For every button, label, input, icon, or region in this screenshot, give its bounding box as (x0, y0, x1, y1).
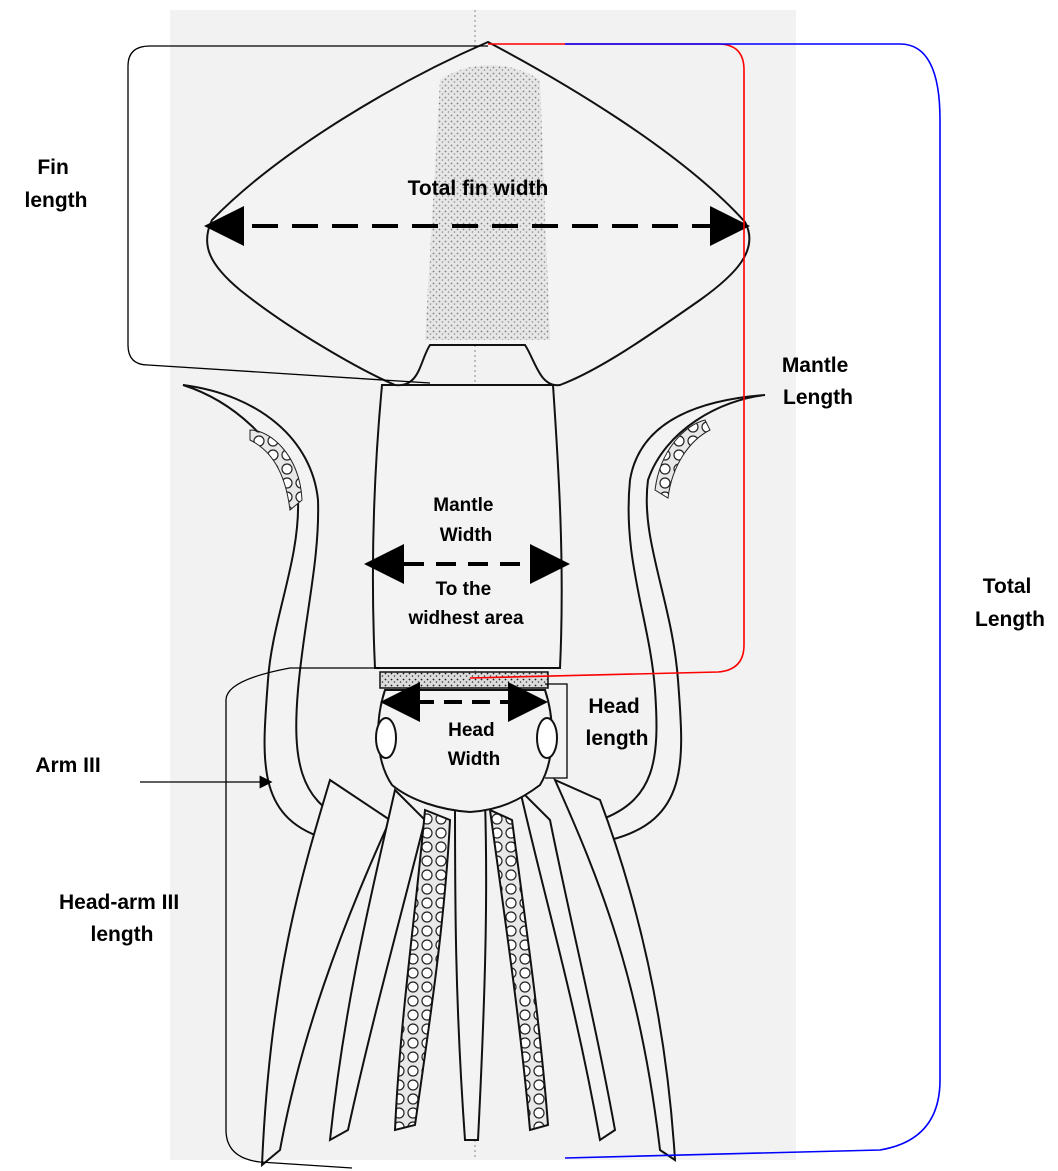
right-eye (537, 718, 557, 758)
label-total-fin-width: Total fin width (408, 177, 549, 200)
collar (380, 672, 548, 688)
label-head-arm-length: Head-arm III length (59, 891, 185, 946)
label-arm-iii: Arm III (35, 754, 100, 777)
label-fin-length: Fin length (25, 156, 88, 212)
left-eye (376, 718, 396, 758)
fin-center-shading (425, 65, 550, 340)
label-total-length: Total Length (975, 575, 1045, 631)
